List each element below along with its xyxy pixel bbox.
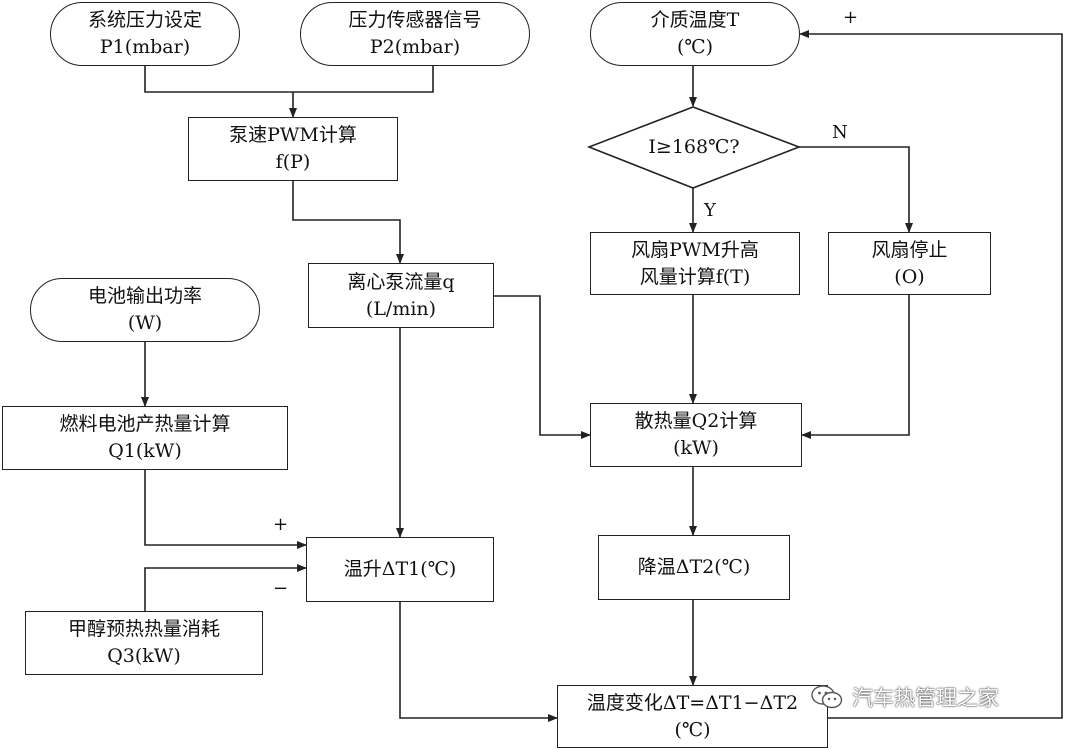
- node-pump-pwm-line2: f(P): [275, 151, 311, 173]
- node-methanol-preheat-line1: 甲醇预热热量消耗: [67, 618, 220, 640]
- edge-pressure-setting-merge: [144, 66, 293, 93]
- node-fan-pwm-up: 风扇PWM升高 风量计算f(T): [590, 232, 800, 295]
- node-pump-flow: 离心泵流量q (L/min): [308, 263, 494, 328]
- node-pump-flow-line1: 离心泵流量q: [347, 270, 455, 293]
- decision-diamond: [586, 106, 802, 189]
- node-temp-drop: 降温ΔT2(℃): [598, 535, 790, 600]
- node-heat-dissipation: 散热量Q2计算 (kW): [590, 403, 802, 467]
- node-fan-pwm-up-line2: 风量计算f(T): [639, 265, 751, 288]
- edge-decision-no: [799, 146, 913, 233]
- node-temp-change-line2: (℃): [674, 718, 711, 741]
- label-decision-yes: Y: [704, 200, 716, 221]
- node-pressure-sensor: 压力传感器信号 P2(mbar): [300, 2, 530, 66]
- node-battery-power: 电池输出功率 (W): [30, 278, 260, 342]
- node-pressure-setting-line1: 系统压力设定: [87, 9, 202, 31]
- label-feedback-plus: +: [843, 7, 859, 28]
- node-battery-power-line1: 电池输出功率: [87, 285, 202, 307]
- node-pressure-setting: 系统压力设定 P1(mbar): [50, 2, 240, 66]
- label-q3-minus: −: [273, 578, 289, 599]
- node-medium-temp-line2: (℃): [676, 36, 714, 58]
- node-pressure-setting-line2: P1(mbar): [99, 36, 191, 58]
- node-temp-change: 温度变化ΔT=ΔT1−ΔT2 (℃): [557, 685, 828, 748]
- edge-pressure-sensor-merge: [293, 66, 434, 93]
- node-medium-temp-line1: 介质温度T: [650, 9, 740, 31]
- node-temp-change-line1: 温度变化ΔT=ΔT1−ΔT2: [586, 691, 799, 714]
- edge-q1-to-rise: [144, 470, 307, 549]
- node-pump-pwm-line1: 泵速PWM计算: [229, 124, 357, 146]
- node-fan-stop-line2: (O): [894, 265, 925, 288]
- node-temp-drop-text: 降温ΔT2(℃): [637, 556, 751, 578]
- edge-flow-to-q2: [494, 295, 591, 439]
- label-q1-plus: +: [273, 514, 289, 535]
- node-fan-pwm-up-line1: 风扇PWM升高: [631, 238, 759, 261]
- node-medium-temp: 介质温度T (℃): [590, 2, 800, 66]
- watermark-text: 汽车热管理之家: [852, 686, 999, 710]
- decision-text: I≥168℃?: [648, 136, 740, 158]
- node-pressure-sensor-line1: 压力传感器信号: [348, 9, 482, 31]
- wechat-icon: [811, 685, 843, 709]
- edge-q3-to-rise: [144, 564, 307, 611]
- node-battery-power-line2: (W): [127, 312, 163, 334]
- node-pump-flow-line2: (L/min): [365, 297, 437, 320]
- node-temp-rise-text: 温升ΔT1(℃): [343, 558, 457, 580]
- edge-rise-to-change: [399, 602, 558, 722]
- label-decision-no: N: [832, 122, 848, 143]
- node-temp-rise: 温升ΔT1(℃): [306, 537, 494, 602]
- node-fan-stop: 风扇停止 (O): [828, 232, 991, 295]
- node-fuel-cell-heat: 燃料电池产热量计算 Q1(kW): [2, 406, 288, 470]
- node-fuel-cell-heat-line1: 燃料电池产热量计算: [59, 413, 231, 435]
- node-fuel-cell-heat-line2: Q1(kW): [108, 440, 182, 462]
- node-methanol-preheat-line2: Q3(kW): [107, 645, 181, 667]
- edge-feedback-loop: [799, 30, 1063, 719]
- node-pressure-sensor-line2: P2(mbar): [369, 36, 461, 58]
- edge-pump-pwm-to-flow: [292, 181, 404, 264]
- watermark: 汽车热管理之家: [810, 682, 999, 712]
- node-heat-dissipation-line2: (kW): [673, 437, 719, 459]
- node-fan-stop-line1: 风扇停止: [871, 238, 948, 261]
- node-pump-pwm: 泵速PWM计算 f(P): [188, 117, 398, 181]
- node-heat-dissipation-line1: 散热量Q2计算: [634, 410, 758, 432]
- edge-fan-stop-to-q2: [801, 295, 910, 439]
- node-methanol-preheat: 甲醇预热热量消耗 Q3(kW): [25, 611, 263, 675]
